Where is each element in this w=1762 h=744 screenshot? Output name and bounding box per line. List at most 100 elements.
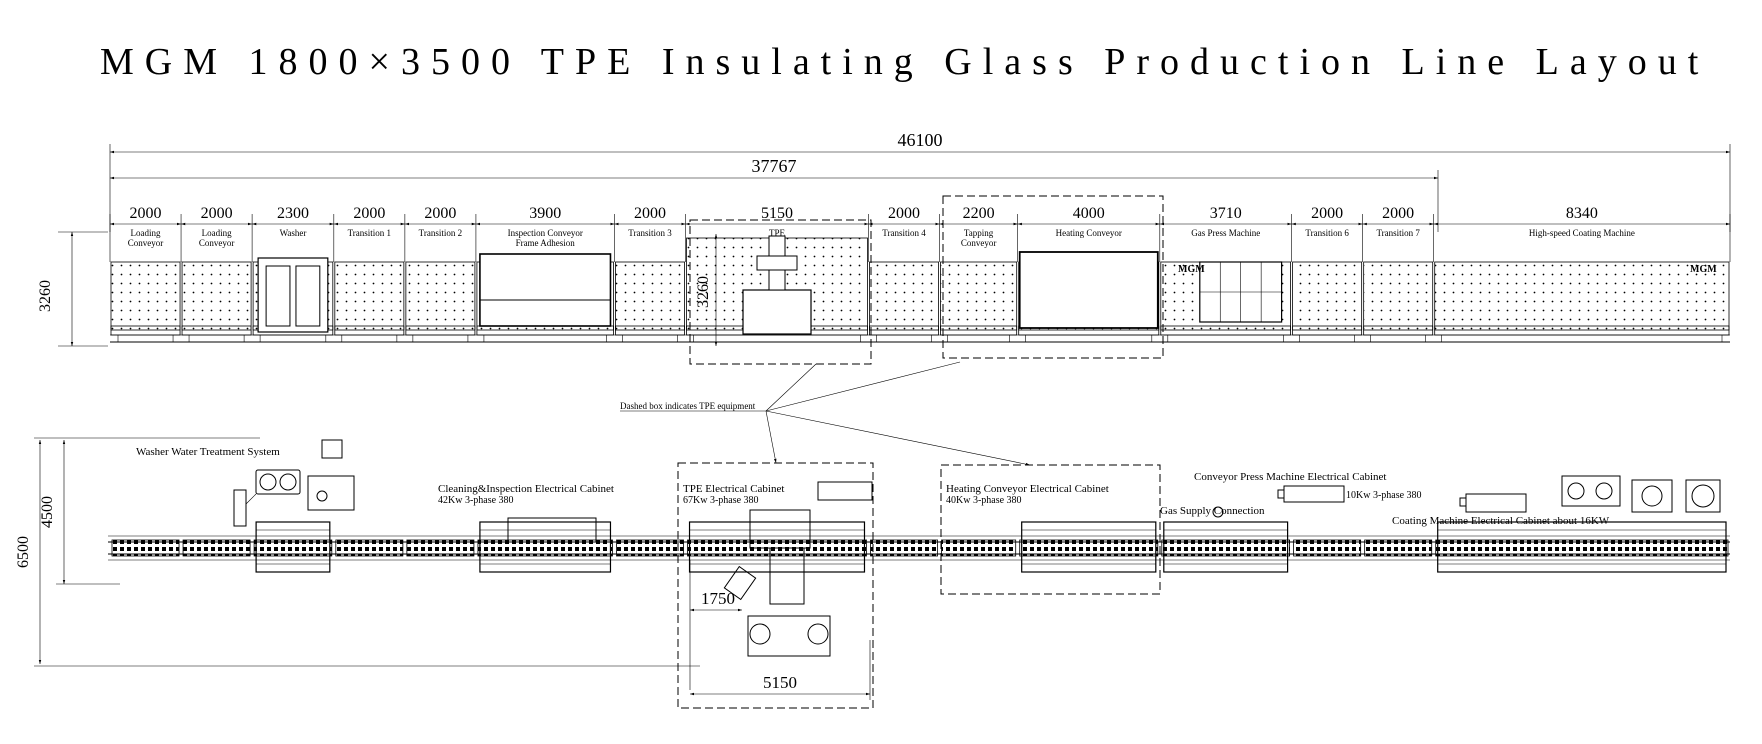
- press-cabinet-box: [1283, 485, 1345, 503]
- plan-conveyor: [941, 539, 1017, 557]
- tpe-plan-dimension-1750: 1750: [690, 589, 742, 612]
- segment-dim-value: 2000: [130, 205, 162, 222]
- tpe-head: [756, 255, 798, 271]
- elevation-base: [1434, 325, 1730, 336]
- dim-sub-label: 37767: [752, 156, 797, 176]
- plan-conveyor: [253, 539, 333, 557]
- segment-label: Gas Press Machine: [1191, 228, 1260, 238]
- plan-machine: [1163, 521, 1289, 573]
- plan-machine: [688, 521, 866, 573]
- elevation-base: [869, 325, 939, 336]
- cleaning-cabinet-label: Cleaning&Inspection Electrical Cabinet: [438, 483, 614, 495]
- plan-machine: [1021, 521, 1157, 573]
- segment-label: Loading: [202, 228, 232, 238]
- segment-dim-value: 2000: [1311, 205, 1343, 222]
- coating-cabinet-box: [1465, 493, 1527, 513]
- plan-conveyor: [1293, 539, 1362, 557]
- segment-label: Tapping: [964, 228, 994, 238]
- segment-dim-value: 4000: [1073, 205, 1105, 222]
- heating-tapping-box-elevation: [942, 195, 1164, 359]
- tpe-width-label: 5150: [763, 673, 797, 692]
- elevation-frame: [1292, 261, 1363, 331]
- plan-machine: [1437, 521, 1727, 573]
- elevation-base: [181, 325, 252, 336]
- plan-conveyor: [1019, 539, 1159, 557]
- segment-label: Transition 7: [1376, 228, 1420, 238]
- plan-inner-height-label: 4500: [39, 496, 56, 528]
- cleaning-cabinet-box: [507, 517, 597, 543]
- segment-dim-value: 2000: [353, 205, 385, 222]
- elevation-frame: [1434, 261, 1730, 331]
- plan-view: [108, 521, 1730, 573]
- segment-label: Conveyor: [961, 238, 997, 248]
- tpe-cabinet-power: 67Kw 3-phase 380: [683, 495, 759, 506]
- segment-dim-value: 3900: [529, 205, 561, 222]
- tpe-inner-height-label: 3260: [695, 276, 712, 308]
- segment-dim-value: 3710: [1210, 205, 1242, 222]
- elevation-frame: [615, 261, 685, 331]
- segment-label: Conveyor: [128, 238, 164, 248]
- gas-supply-label: Gas Supply Connection: [1160, 505, 1265, 517]
- segment-label: High-speed Coating Machine: [1529, 228, 1635, 238]
- tpe-plan-dimension-5150: 5150: [690, 640, 871, 700]
- coating-logo: MGM: [1690, 264, 1717, 275]
- elevation-base: [615, 325, 685, 336]
- plan-conveyor: [616, 539, 684, 557]
- segment-label: Transition 2: [419, 228, 462, 238]
- overall-dimension-46100: 46100: [109, 130, 1731, 232]
- segment-label: Transition 1: [348, 228, 391, 238]
- elevation-frame: [405, 261, 476, 331]
- heating-frame: [1018, 251, 1159, 329]
- elevation-frame: [110, 261, 181, 331]
- plan-conveyor: [406, 539, 475, 557]
- segment-label: Inspection Conveyor: [508, 228, 583, 238]
- segment-label: Transition 3: [628, 228, 672, 238]
- tpe-box-elevation: [689, 219, 872, 365]
- heating-box-plan: [940, 464, 1161, 595]
- elevation-frame: [334, 261, 405, 331]
- heating-cabinet-label: Heating Conveyor Electrical Cabinet: [946, 483, 1109, 495]
- press-cabinet-power: 10Kw 3-phase 380: [1346, 490, 1422, 501]
- gas-supply-connector: [1212, 506, 1224, 518]
- segment-label: Frame Adhesion: [516, 238, 576, 248]
- tpe-note: Dashed box indicates TPE equipment: [620, 361, 1031, 466]
- water-treatment-label: Washer Water Treatment System: [136, 446, 280, 458]
- segment-label: Loading: [131, 228, 161, 238]
- tpe-plan-machine: [689, 509, 831, 690]
- tpe-note-text: Dashed box indicates TPE equipment: [620, 401, 756, 411]
- press-cabinet-label: Conveyor Press Machine Electrical Cabine…: [1194, 471, 1386, 483]
- segment-dim-value: 2300: [277, 205, 309, 222]
- plan-conveyor: [335, 539, 404, 557]
- elevation-frame: [869, 261, 939, 331]
- tpe-box-plan: [677, 462, 874, 709]
- segment-label: Transition 6: [1305, 228, 1349, 238]
- plan-conveyor: [182, 539, 251, 557]
- elevation-base: [334, 325, 405, 336]
- water-treatment-system: Washer Water Treatment System: [136, 439, 355, 527]
- overall-dimension-37767: 37767: [110, 156, 1439, 232]
- elevation-base: [940, 325, 1018, 336]
- press-cabinet-stub: [1277, 489, 1285, 499]
- elevation-base: [1160, 325, 1292, 336]
- washer-door: [265, 265, 291, 327]
- elevation-view: [110, 235, 1730, 343]
- washer-body: [257, 257, 329, 333]
- segment-dim-value: 2200: [963, 205, 995, 222]
- segment-dim-value: 8340: [1566, 205, 1598, 222]
- segment-dim-value: 2000: [634, 205, 666, 222]
- segment-label: Heating Conveyor: [1056, 228, 1122, 238]
- gas-press-logo: MGM: [1178, 264, 1205, 275]
- plan-outer-height-label: 6500: [15, 536, 32, 568]
- tpe-offset-label: 1750: [701, 589, 735, 608]
- plan-machine: [255, 521, 331, 573]
- elevation-frame: [940, 261, 1018, 331]
- segment-label: Washer: [280, 228, 307, 238]
- inspection-frame: [479, 253, 612, 327]
- segment-label: Conveyor: [199, 238, 235, 248]
- plan-height-dimensions: 4500 6500: [15, 437, 700, 667]
- plan-conveyor: [477, 539, 613, 557]
- plan-conveyor: [1364, 539, 1433, 557]
- elevation-base: [1363, 325, 1434, 336]
- dim-total-label: 46100: [898, 130, 943, 150]
